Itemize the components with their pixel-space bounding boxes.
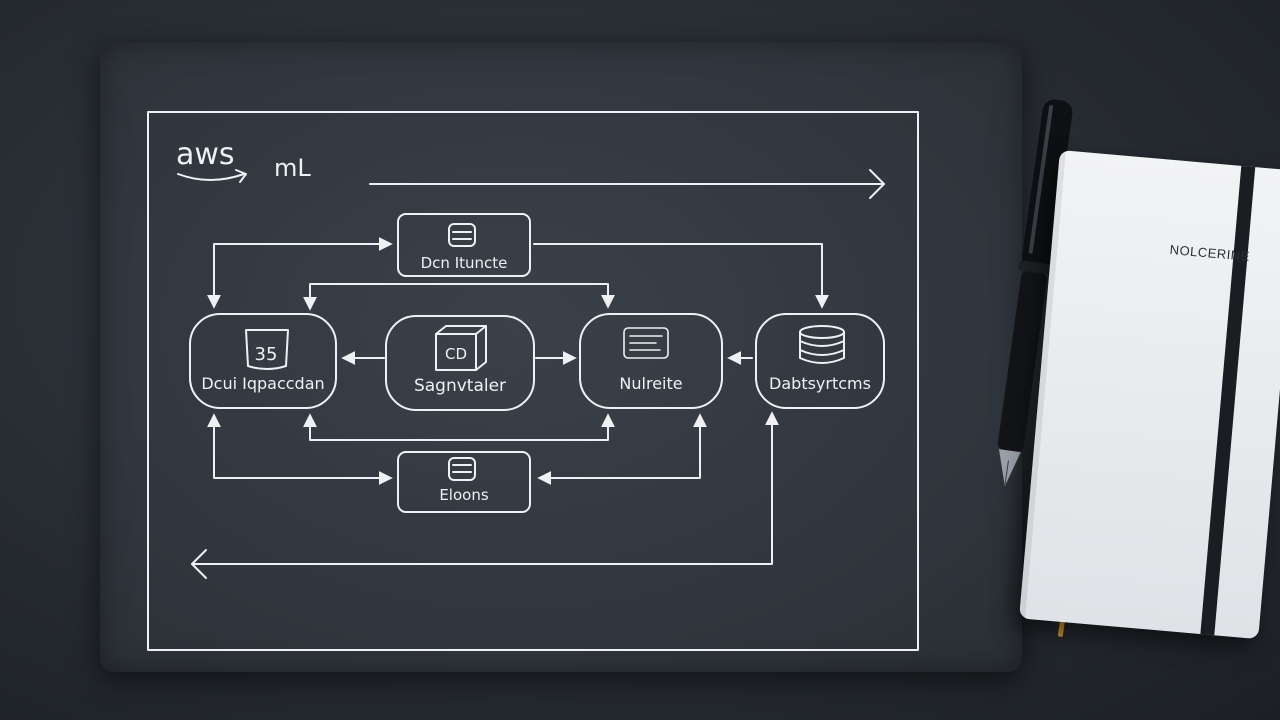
node-top-label: Dcn Ituncte xyxy=(421,254,508,272)
s3-bucket-icon xyxy=(245,329,289,370)
node-s3-box xyxy=(189,313,337,409)
arrow-bottom-to-notebook xyxy=(537,413,707,485)
arrow-top-to-s3 xyxy=(207,237,393,309)
aws-logo: aws xyxy=(176,137,235,172)
database-icon xyxy=(799,325,845,364)
ml-label: mL xyxy=(274,154,311,182)
bucket-icon xyxy=(448,223,476,247)
node-bottom-label: Eloons xyxy=(439,486,489,504)
cube-icon-text: CD xyxy=(445,345,467,363)
node-top-box xyxy=(397,213,531,277)
arrow-top-to-database xyxy=(533,243,829,309)
arrow-s3-to-bottom xyxy=(207,413,393,485)
node-sagemaker-label: Sagnvtaler xyxy=(414,376,506,396)
node-notebook-box xyxy=(579,313,723,409)
node-bottom-box xyxy=(397,451,531,513)
diagram-frame xyxy=(147,111,919,651)
node-database-label: Dabtsyrtcms xyxy=(769,374,871,393)
notebook: NOLCERINE xyxy=(1019,150,1280,640)
notebook-node-icon xyxy=(623,327,669,359)
arrow-s3-notebook-upper xyxy=(303,283,615,311)
node-s3-label: Dcui Iqpaccdan xyxy=(201,374,324,393)
aws-smile-icon xyxy=(177,173,245,181)
notebook-elastic-band xyxy=(1200,165,1256,636)
storage-icon xyxy=(448,457,476,481)
node-sagemaker-box xyxy=(385,315,535,411)
node-notebook-label: Nulreite xyxy=(619,374,682,393)
node-database-box xyxy=(755,313,885,409)
s3-icon-text: 35 xyxy=(255,344,278,365)
cube-icon xyxy=(435,325,487,371)
